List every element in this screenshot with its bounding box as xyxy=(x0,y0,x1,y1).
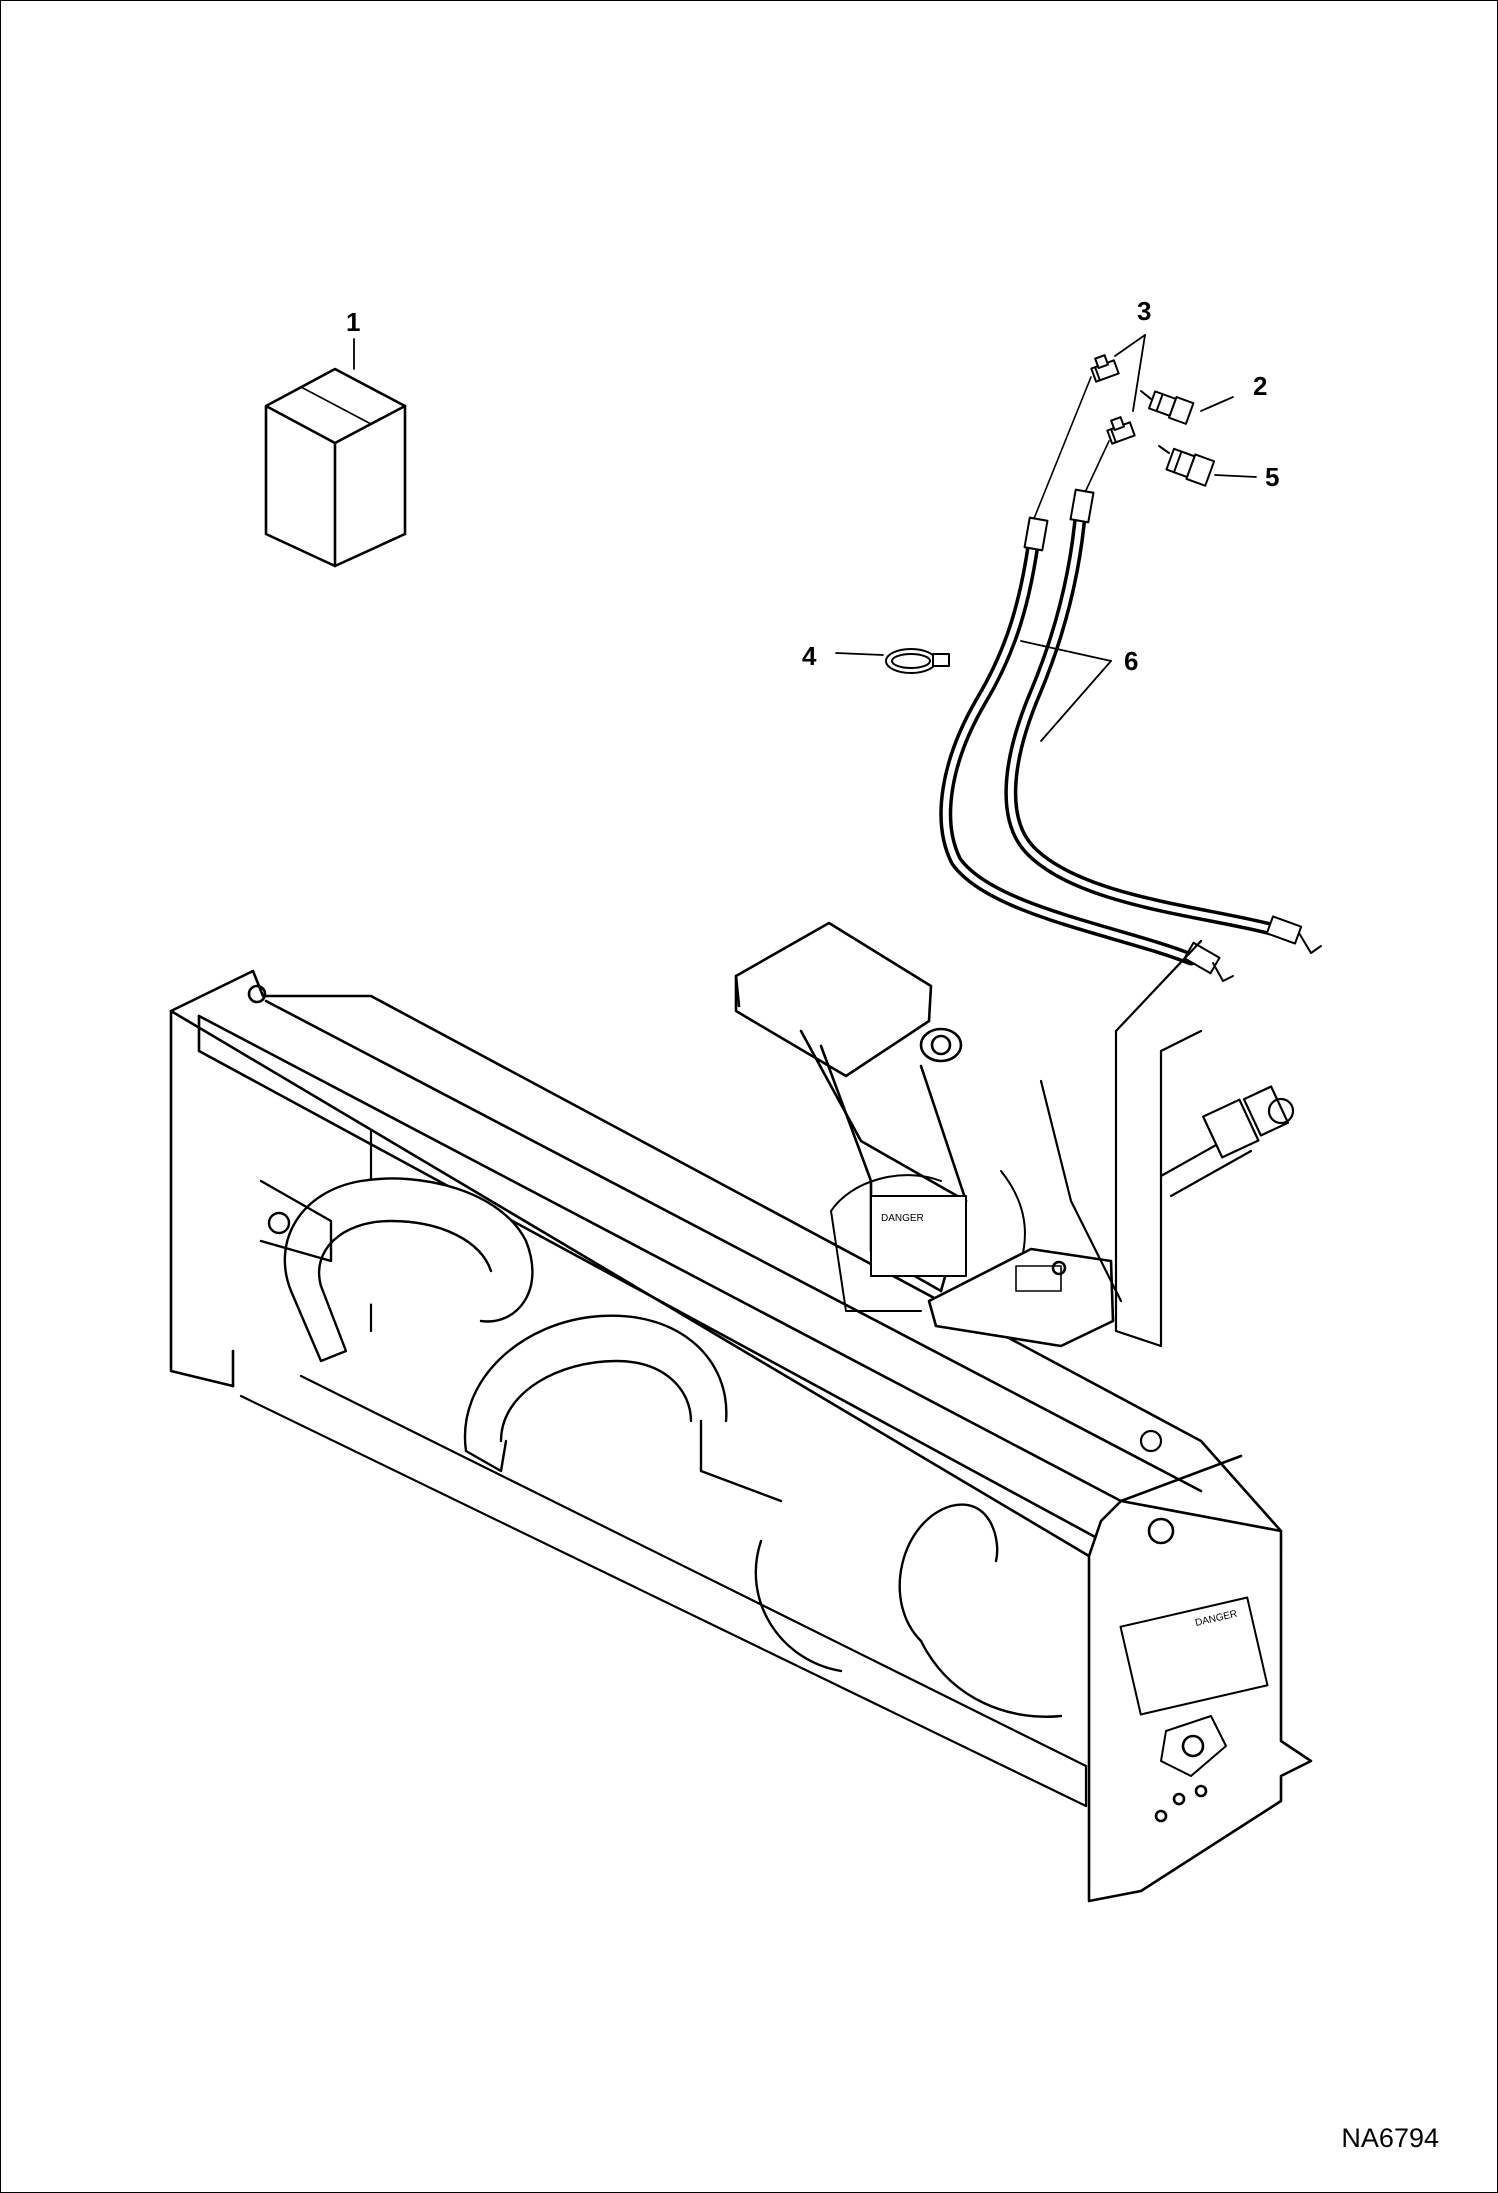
auger-left xyxy=(259,1177,534,1363)
part-3-elbow-fittings xyxy=(1030,354,1136,527)
part-1-kit-box xyxy=(264,367,407,568)
rotation-gear xyxy=(830,1170,1026,1312)
part-6-hoses xyxy=(939,488,1322,982)
callout-4: 4 xyxy=(802,641,817,671)
snowblower-frame xyxy=(169,969,1283,1558)
callout-5: 5 xyxy=(1265,462,1280,492)
drawing-number: NA6794 xyxy=(1341,2123,1439,2153)
callout-2: 2 xyxy=(1253,371,1268,401)
leader-line-4 xyxy=(835,652,884,656)
part-4-cable-tie xyxy=(885,648,950,674)
part-5-coupler xyxy=(1158,445,1216,487)
callout-6: 6 xyxy=(1124,646,1139,676)
leader-line-2 xyxy=(1200,396,1234,412)
danger-decal-center: DANGER xyxy=(881,1213,924,1224)
callout-1: 1 xyxy=(346,307,361,337)
callout-3: 3 xyxy=(1137,296,1152,326)
leader-lines-6 xyxy=(1020,640,1112,742)
drive-shaft xyxy=(1159,1085,1295,1198)
gearbox-bracket xyxy=(870,1195,1115,1348)
auger-right xyxy=(699,1419,1063,1718)
right-end-plate xyxy=(1087,1499,1313,1903)
mount-plate xyxy=(1039,939,1203,1453)
leader-line-5 xyxy=(1214,474,1257,478)
auger-center xyxy=(463,1314,728,1473)
part-2-coupler xyxy=(1140,390,1195,425)
leader-lines-3 xyxy=(1114,334,1146,412)
